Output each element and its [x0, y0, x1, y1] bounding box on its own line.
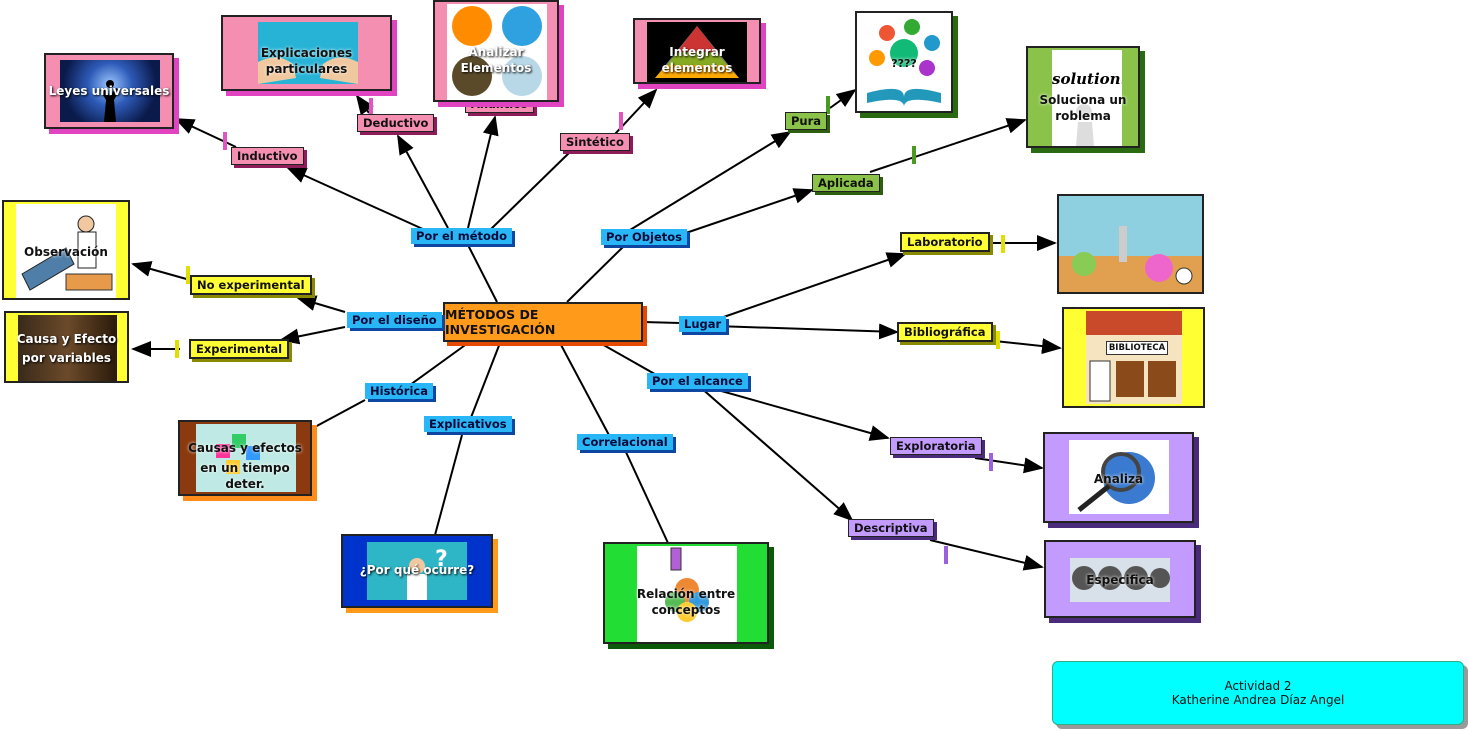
puzzle-image	[196, 424, 296, 492]
heads-gears-image	[1070, 558, 1170, 602]
solution-image: solution!	[1052, 50, 1122, 146]
card-caption-line2: por variables	[22, 351, 111, 365]
card-analiza[interactable]: Analiza	[1043, 432, 1194, 523]
card-caption: ¿Por qué ocurre?	[359, 563, 475, 577]
library-sign: BIBLIOTECA	[1106, 341, 1168, 355]
telescope-scientist-image	[16, 204, 116, 298]
author-name: Katherine Andrea Díaz Angel	[1171, 693, 1345, 707]
card-caption-line1: Causa y Efecto	[16, 332, 117, 346]
card-observacion[interactable]: Observación	[2, 200, 130, 300]
magnifier-globe-image	[1069, 440, 1169, 514]
solution-word: solution!	[1052, 70, 1122, 88]
node-aplicada[interactable]: Aplicada	[812, 174, 880, 192]
activity-title: Actividad 2	[1224, 679, 1292, 693]
card-caption: Analiza	[1093, 472, 1144, 486]
card-biblioteca[interactable]: BIBLIOTECA	[1062, 307, 1205, 408]
card-por-que-ocurre[interactable]: ? ¿Por qué ocurre?	[341, 534, 493, 608]
card-caption: Analizar Elementos	[460, 45, 532, 75]
branch-correlacional[interactable]: Correlacional	[577, 434, 673, 450]
card-soluciona[interactable]: solution! Soluciona un roblema	[1026, 46, 1140, 148]
node-bibliografica[interactable]: Bibliográfica	[897, 322, 993, 342]
card-caption-line2: en un tiempo deter.	[200, 461, 290, 491]
card-pura-image[interactable]: ????	[855, 11, 953, 113]
node-inductivo[interactable]: Inductivo	[231, 147, 304, 165]
lab-equipment-icon	[1059, 196, 1202, 292]
svg-text:?: ?	[435, 547, 448, 572]
branch-por-el-diseno[interactable]: Por el diseño	[347, 312, 442, 328]
card-caption: Soluciona un roblema	[1039, 93, 1127, 123]
branch-por-el-metodo[interactable]: Por el método	[411, 228, 513, 244]
card-caption: Especifica	[1086, 573, 1154, 587]
node-pura[interactable]: Pura	[785, 112, 828, 130]
card-caption: Relación entre conceptos	[636, 587, 736, 617]
node-sintetico[interactable]: Sintético	[560, 133, 630, 151]
card-integrar-elementos[interactable]: Integrar elementos	[633, 18, 761, 84]
hands-image	[258, 22, 358, 84]
branch-por-objetos[interactable]: Por Objetos	[601, 229, 687, 245]
card-leyes-universales[interactable]: Leyes universales	[44, 53, 174, 129]
science-book-icon	[867, 19, 941, 107]
branch-explicativos[interactable]: Explicativos	[424, 416, 512, 432]
node-deductivo[interactable]: Deductivo	[357, 114, 435, 132]
card-especifica[interactable]: Especifica	[1044, 540, 1196, 618]
card-caption: Observación	[24, 245, 108, 259]
card-caption: Leyes universales	[48, 84, 170, 98]
card-causas-efectos[interactable]: Causas y efectos en un tiempo deter.	[178, 420, 312, 496]
question-man-image: ?	[367, 542, 467, 600]
central-topic[interactable]: MÉTODOS DE INVESTIGACIÓN	[443, 302, 643, 342]
node-exploratoria[interactable]: Exploratoria	[890, 437, 982, 455]
card-relacion-conceptos[interactable]: Relación entre conceptos	[603, 542, 769, 644]
node-descriptiva[interactable]: Descriptiva	[848, 519, 934, 537]
node-laboratorio[interactable]: Laboratorio	[900, 232, 990, 252]
card-laboratorio-image[interactable]	[1057, 194, 1204, 294]
branch-por-el-alcance[interactable]: Por el alcance	[647, 373, 748, 389]
branch-lugar[interactable]: Lugar	[679, 316, 727, 332]
branch-historica[interactable]: Histórica	[365, 383, 433, 399]
card-caption: Explicaciones particulares	[260, 46, 353, 76]
card-explicaciones-particulares[interactable]: Explicaciones particulares	[221, 15, 392, 91]
node-no-experimental[interactable]: No experimental	[190, 275, 312, 295]
puzzle-people-image	[637, 546, 737, 642]
card-caption: ????	[891, 57, 917, 70]
elements-image	[447, 4, 547, 100]
dominoes-image	[18, 315, 117, 381]
activity-info-box: Actividad 2 Katherine Andrea Díaz Angel	[1052, 661, 1464, 725]
library-building-image: BIBLIOTECA	[1086, 311, 1182, 404]
card-caption-line1: Causas y efectos	[188, 441, 302, 455]
card-analizar-elementos[interactable]: Analizar Elementos	[433, 0, 559, 102]
pyramid-image	[647, 22, 747, 82]
card-causa-efecto[interactable]: Causa y Efecto por variables	[4, 311, 129, 383]
card-caption: Integrar elementos	[661, 45, 733, 75]
universe-image	[60, 60, 160, 122]
node-experimental[interactable]: Experimental	[189, 339, 290, 359]
